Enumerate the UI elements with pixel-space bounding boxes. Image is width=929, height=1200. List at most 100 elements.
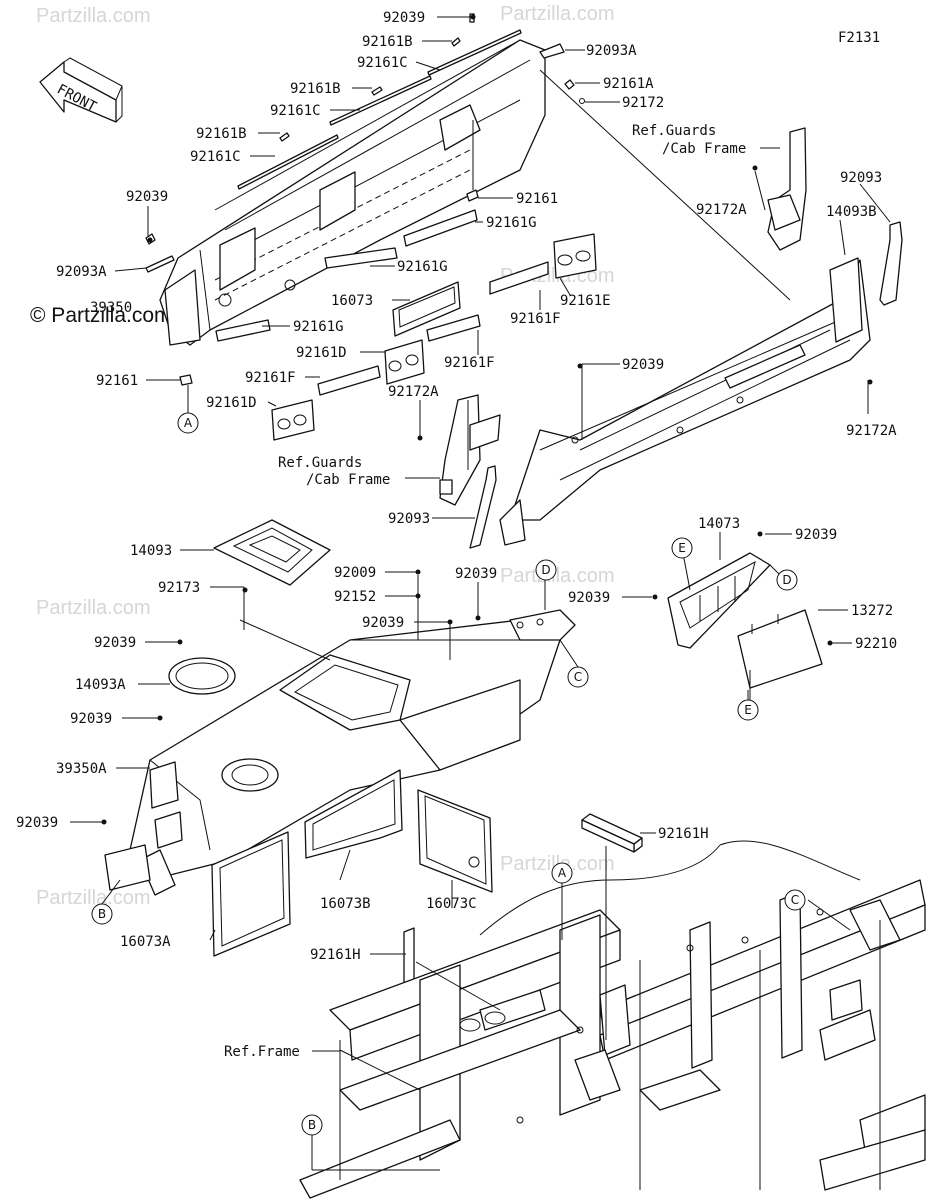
cab-frame-guard-left xyxy=(439,394,501,506)
part-label: 92161B xyxy=(362,34,413,50)
front-arrow-icon: FRONT xyxy=(39,57,123,123)
part-label: 92172A xyxy=(696,202,747,218)
part-label: 92161D xyxy=(296,345,347,361)
part-label: 92161G xyxy=(293,319,344,335)
part-label: 92152 xyxy=(334,589,376,605)
part-labels: 92039 92161B 92161C 92161B 92161C 92161B… xyxy=(16,10,897,963)
part-label: 39350A xyxy=(56,761,107,777)
callout-b-left: B xyxy=(91,903,113,925)
part-label: 92161H xyxy=(310,947,361,963)
svg-text:C: C xyxy=(791,893,799,907)
bracket-92093-right xyxy=(879,221,903,306)
bracket-92093-left xyxy=(469,465,497,549)
part-label: 92161H xyxy=(658,826,709,842)
part-label: 92172A xyxy=(388,384,439,400)
part-label: 16073C xyxy=(426,896,477,912)
svg-text:B: B xyxy=(98,907,106,921)
svg-text:C: C xyxy=(574,670,582,684)
callout-d-right: D xyxy=(776,569,798,591)
callout-d-mid: D xyxy=(535,559,557,581)
part-label: 92161B xyxy=(290,81,341,97)
callout-c-lower: C xyxy=(784,889,806,911)
part-label: 92093A xyxy=(56,264,107,280)
svg-text:D: D xyxy=(782,573,791,587)
part-label: 92161 xyxy=(516,191,558,207)
decal-sheets xyxy=(145,189,597,441)
cover-13272 xyxy=(737,609,823,689)
part-label: 92039 xyxy=(383,10,425,26)
part-label: 13272 xyxy=(851,603,893,619)
part-label: 92161F xyxy=(510,311,561,327)
part-label: 92161 xyxy=(96,373,138,389)
ref-label: Ref.Frame xyxy=(224,1044,300,1060)
part-label: 39350 xyxy=(90,300,132,316)
part-label: 92161G xyxy=(486,215,537,231)
part-label: 92173 xyxy=(158,580,200,596)
part-label: 92210 xyxy=(855,636,897,652)
part-label: 92161E xyxy=(560,293,611,309)
decal-strips xyxy=(237,13,585,190)
ref-label: Ref.Guards xyxy=(632,123,716,139)
part-label: 92161F xyxy=(245,370,296,386)
part-label: 92161G xyxy=(397,259,448,275)
watermark-text: Partzilla.com xyxy=(500,3,614,25)
part-label: 92039 xyxy=(94,635,136,651)
part-label: 92093 xyxy=(388,511,430,527)
watermark-text: Partzilla.com xyxy=(36,597,150,619)
callout-e-lower: E xyxy=(737,699,759,721)
part-label: 92039 xyxy=(622,357,664,373)
svg-text:A: A xyxy=(558,866,567,880)
part-label: 92039 xyxy=(568,590,610,606)
ref-label: /Cab Frame xyxy=(662,141,746,157)
svg-text:D: D xyxy=(541,563,550,577)
part-label: 92161A xyxy=(603,76,654,92)
seat-box-assembly xyxy=(104,609,576,896)
tray-14093 xyxy=(213,519,331,586)
figure-code: F2131 xyxy=(838,30,880,46)
part-label: 92039 xyxy=(16,815,58,831)
part-label: 92039 xyxy=(362,615,404,631)
seal-16073A xyxy=(211,831,291,957)
part-label: 92161C xyxy=(190,149,241,165)
cab-frame-guard-right xyxy=(767,127,807,251)
box-14073 xyxy=(667,552,771,649)
part-label: 16073B xyxy=(320,896,371,912)
part-label: 92039 xyxy=(126,189,168,205)
part-label: 92039 xyxy=(795,527,837,543)
reference-labels: Ref.Guards /Cab Frame Ref.Guards /Cab Fr… xyxy=(224,123,746,1060)
part-label: 14073 xyxy=(698,516,740,532)
part-label: 92093 xyxy=(840,170,882,186)
lid-14093A xyxy=(168,657,236,695)
svg-text:A: A xyxy=(184,416,193,430)
svg-text:E: E xyxy=(744,703,752,717)
part-label: 14093B xyxy=(826,204,877,220)
part-label: 92161F xyxy=(444,355,495,371)
callout-b-lower: B xyxy=(301,1114,323,1136)
block-92161H-top xyxy=(581,813,643,853)
callout-e-upper: E xyxy=(671,537,693,559)
ref-label: /Cab Frame xyxy=(306,472,390,488)
part-label: 92172 xyxy=(622,95,664,111)
part-label: 14093A xyxy=(75,677,126,693)
part-label: 92093A xyxy=(586,43,637,59)
svg-text:B: B xyxy=(308,1118,316,1132)
right-side-panel xyxy=(499,257,871,546)
part-label: 92161D xyxy=(206,395,257,411)
part-label: 92039 xyxy=(70,711,112,727)
part-label: 92172A xyxy=(846,423,897,439)
part-label: 92161C xyxy=(270,103,321,119)
seal-16073C xyxy=(417,789,493,893)
svg-text:E: E xyxy=(678,541,686,555)
part-label: 92009 xyxy=(334,565,376,581)
fastener-dots xyxy=(101,14,873,825)
left-side-panel xyxy=(159,39,546,346)
watermark-text: Partzilla.com xyxy=(500,565,614,587)
seal-16073B xyxy=(304,769,403,859)
part-label: 14093 xyxy=(130,543,172,559)
watermark-main: © Partzilla.com xyxy=(30,304,172,327)
vehicle-frame xyxy=(299,840,926,1199)
watermark-text: Partzilla.com xyxy=(36,887,150,909)
callout-a-upper: A xyxy=(177,412,199,434)
ref-label: Ref.Guards xyxy=(278,455,362,471)
